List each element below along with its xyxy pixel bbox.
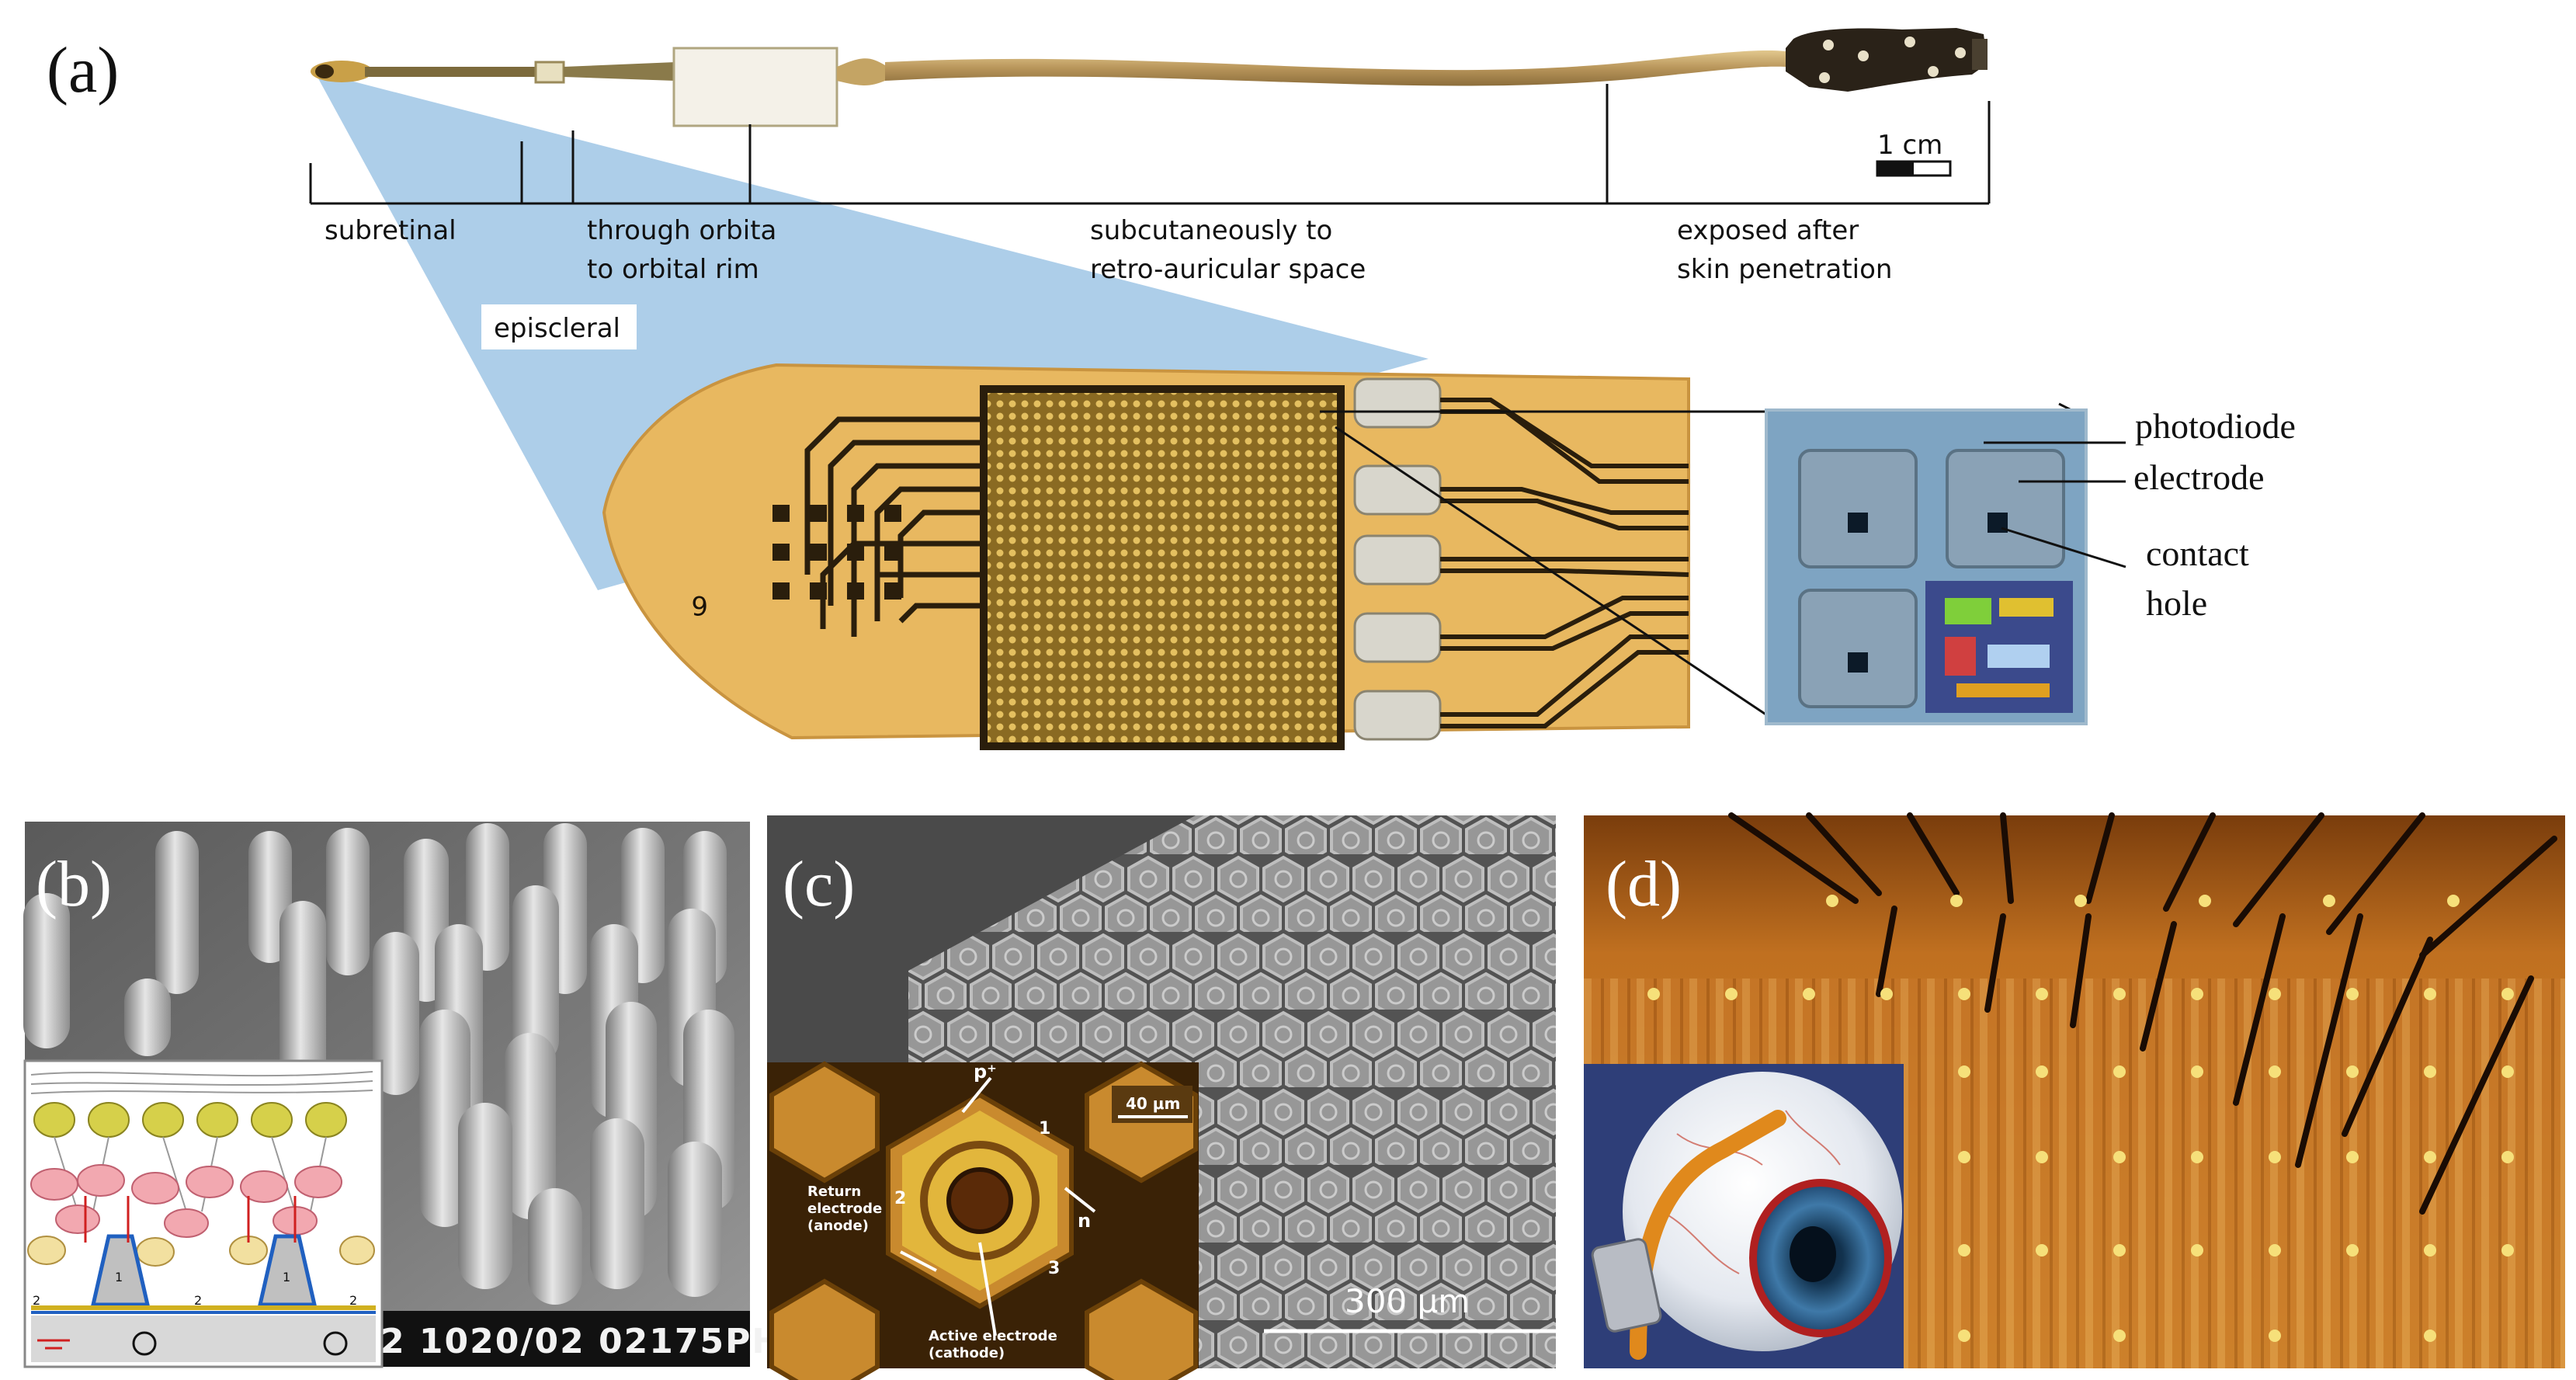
panel-c: 300 μm 40 μm (767, 815, 1556, 1380)
inset-num-3: 3 (1048, 1259, 1060, 1278)
inset-scale-40um: 40 μm (1126, 1094, 1180, 1113)
schematic-num-2b: 2 (194, 1293, 202, 1308)
label-photodiode: photodiode (2135, 406, 2296, 446)
inset-num-2: 2 (894, 1189, 906, 1208)
panel-a-label: (a) (47, 34, 119, 106)
connector-screw-icon (1823, 40, 1834, 50)
inset-return-2: electrode (807, 1201, 882, 1217)
inset-return-3: (anode) (807, 1218, 869, 1234)
label-subretinal: subretinal (325, 215, 457, 246)
inset-num-1: 1 (1039, 1119, 1050, 1138)
episcleral-box (481, 304, 637, 349)
panel-d-label: (d) (1606, 848, 1682, 920)
label-to-orbital-rim: to orbital rim (587, 254, 759, 285)
panel-b: 2 1020/02 02175PH (23, 822, 782, 1368)
scale-bar: 1 cm (1876, 130, 1952, 177)
pv-pixel-inset: 40 μm p⁺ n 1 2 3 Return electrode (anode… (767, 1061, 1199, 1380)
label-hole: hole (2146, 583, 2207, 623)
label-skin-penetration: skin penetration (1677, 254, 1892, 285)
inset-p-plus: p⁺ (974, 1061, 997, 1083)
pixel-inset-pointers (1984, 441, 2126, 568)
implant-device (311, 28, 1988, 127)
label-through-orbita: through orbita (587, 215, 776, 246)
sem-footer: 2 1020/02 02175PH (380, 1322, 782, 1361)
micro-pillars (23, 823, 734, 1305)
inset-n: n (1078, 1210, 1091, 1232)
circuit-block (1925, 581, 2073, 713)
label-electrode: electrode (2133, 457, 2265, 497)
scale-bar-label: 1 cm (1877, 130, 1942, 161)
panel-c-label: (c) (783, 848, 855, 920)
panel-a: (a) 1 cm (47, 28, 2296, 750)
label-subcutaneously: subcutaneously to (1090, 215, 1332, 246)
label-exposed-after: exposed after (1677, 215, 1859, 246)
scale-label-300um: 300 μm (1345, 1282, 1470, 1320)
bond-pad (1353, 377, 1442, 429)
chip-mark: 6 (691, 589, 708, 620)
schematic-num-1b: 1 (283, 1270, 290, 1284)
schematic-num-2a: 2 (33, 1293, 40, 1308)
inset-active-1: Active electrode (929, 1328, 1057, 1344)
photodiode-symbol-icon (132, 1331, 157, 1356)
panel-b-label: (b) (36, 848, 112, 920)
label-episcleral: episcleral (494, 313, 620, 344)
segment-ruler (309, 84, 1991, 205)
electrode-needles (1728, 812, 2557, 1215)
schematic-pillar (90, 1234, 151, 1307)
eye-implant-inset (1584, 1064, 1904, 1368)
electrode-dots (1647, 895, 2514, 1342)
label-retro-auricular: retro-auricular space (1090, 254, 1366, 285)
pixel-inset (1765, 408, 2088, 725)
schematic-num-1a: 1 (115, 1270, 123, 1284)
chip-substrate: 6 (602, 363, 1690, 750)
panel-d: (d) (1584, 812, 2565, 1368)
label-contact: contact (2146, 534, 2249, 573)
zoom-wedge (314, 71, 1429, 590)
inset-active-2: (cathode) (929, 1345, 1005, 1361)
inset-return-1: Return (807, 1184, 861, 1200)
schematic-num-2c: 2 (349, 1293, 357, 1308)
retina-schematic-inset: 1 2 2 1 2 (23, 1059, 384, 1368)
active-electrode (946, 1167, 1013, 1234)
